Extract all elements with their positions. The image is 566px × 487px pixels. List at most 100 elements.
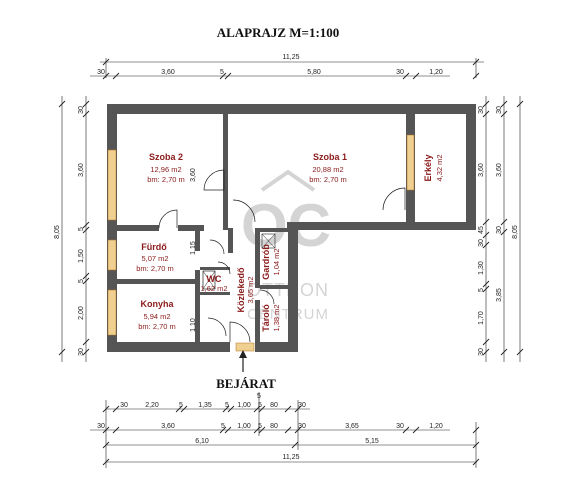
door-konyha xyxy=(207,317,227,337)
dim-b2-6: 30 xyxy=(298,423,306,430)
room-wc-name: WC xyxy=(207,274,222,284)
door-entrance xyxy=(229,321,251,343)
dim-bottom-total: 11,25 xyxy=(283,454,300,461)
dim-right1-6: 1,70 xyxy=(478,311,485,325)
room-furdo-height: bm: 2,70 m xyxy=(136,264,174,273)
dim-right2-0: 30 xyxy=(496,106,503,114)
dim-left-3: 5 xyxy=(78,227,85,231)
dim-b1-6: 5 xyxy=(258,402,262,409)
room-wc-area: 1,62 m2 xyxy=(200,284,227,293)
room-gardrob: Gardrób 1,04 m2 xyxy=(261,244,281,280)
room-szoba1-name: Szoba 1 xyxy=(313,152,347,162)
plan-title: ALAPRAJZ M=1:100 xyxy=(217,25,340,40)
room-gardrob-area: 1,04 m2 xyxy=(272,248,281,275)
dim-right1-1: 3,60 xyxy=(478,163,485,177)
door-furdo-corridor xyxy=(209,239,225,255)
dim-right1-0: 30 xyxy=(478,106,485,114)
dim-top-1: 3,60 xyxy=(161,69,175,76)
room-tarolo: Tároló 1,38 m2 xyxy=(261,304,281,332)
room-konyha-name: Konyha xyxy=(140,299,174,309)
dimension-lines xyxy=(58,58,524,468)
windows xyxy=(107,134,415,352)
dim-b3-1: 5,15 xyxy=(365,438,379,445)
entrance-arrow-head-icon xyxy=(239,350,247,358)
dim-b1-2: 5 xyxy=(179,402,183,409)
dim-top-5: 1,20 xyxy=(429,69,443,76)
window-furdo xyxy=(107,239,117,271)
dim-b2-3: 1,00 xyxy=(237,423,251,430)
dim-b1-7: 80 xyxy=(270,402,278,409)
dim-right1-2: 45 xyxy=(478,226,485,234)
dim-right-total: 8,05 xyxy=(512,225,519,239)
dim-b2-0: 30 xyxy=(97,423,105,430)
dim-top-total: 11,25 xyxy=(283,54,300,61)
room-furdo-area: 5,07 m2 xyxy=(141,254,168,263)
dim-right1-7: 30 xyxy=(478,348,485,356)
entrance-label: BEJÁRAT xyxy=(216,376,276,391)
dim-top-3: 5,80 xyxy=(307,69,321,76)
window-szoba2 xyxy=(107,149,117,221)
dim-left-6: 2,00 xyxy=(78,306,85,320)
gardrob-fixture-icon xyxy=(261,233,276,249)
room-szoba1-area: 20,88 m2 xyxy=(312,165,343,174)
door-szoba1 xyxy=(232,199,256,223)
room-konyha: Konyha 5,94 m2 bm: 2,70 m xyxy=(138,299,176,331)
dim-right1-4: 1,30 xyxy=(478,261,485,275)
door-tarolo xyxy=(259,289,275,305)
dim-left-1: 3,60 xyxy=(78,163,85,177)
window-erkely-door xyxy=(406,134,415,191)
dim-left-4: 1,50 xyxy=(78,249,85,263)
doors xyxy=(158,169,406,343)
dim-b1-3: 1,35 xyxy=(198,402,212,409)
inner-dim-1-10: 1,10 xyxy=(190,318,197,332)
room-furdo: Fürdő 5,07 m2 bm: 2,70 m xyxy=(136,242,174,273)
room-kozlekedo: Közlekedő 3,65 m2 xyxy=(236,267,255,313)
dim-b1-4: 5 xyxy=(225,402,229,409)
door-szoba2 xyxy=(203,169,225,191)
room-gardrob-name: Gardrób xyxy=(261,244,271,280)
dim-left-0: 30 xyxy=(78,106,85,114)
dim-right1-3: 30 xyxy=(478,239,485,247)
room-erkely-area: 4,32 m2 xyxy=(435,154,444,181)
room-szoba1-height: bm: 2,70 m xyxy=(309,175,347,184)
room-tarolo-area: 1,38 m2 xyxy=(272,304,281,331)
window-konyha xyxy=(107,289,117,336)
door-erkely xyxy=(382,187,406,211)
dim-b2-1: 3,60 xyxy=(161,423,175,430)
room-szoba2-height: bm: 2,70 m xyxy=(147,175,185,184)
room-furdo-name: Fürdő xyxy=(141,242,167,252)
dim-top-2: 5 xyxy=(220,69,224,76)
dim-b2-4: 5 xyxy=(258,423,262,430)
room-szoba2-area: 12,96 m2 xyxy=(150,165,181,174)
room-wc: WC 1,62 m2 xyxy=(200,274,227,293)
dim-right2-3: 3,85 xyxy=(496,288,503,302)
door-furdo xyxy=(158,209,178,229)
wc-fixture-icon xyxy=(202,270,216,290)
dim-bottom-extra: 5 xyxy=(257,393,261,400)
dim-top-4: 30 xyxy=(396,69,404,76)
room-kozlekedo-area: 3,65 m2 xyxy=(246,276,255,303)
dim-b2-2: 5 xyxy=(221,423,225,430)
room-erkely: Erkély 4,32 m2 xyxy=(423,154,444,181)
dim-left-8: 30 xyxy=(78,348,85,356)
dim-b1-5: 1,00 xyxy=(237,402,251,409)
room-erkely-name: Erkély xyxy=(423,154,433,181)
room-szoba2: Szoba 2 12,96 m2 bm: 2,70 m xyxy=(147,152,185,184)
room-konyha-height: bm: 2,70 m xyxy=(138,322,176,331)
inner-dim-3-60: 3,60 xyxy=(190,168,197,182)
dim-b1-8: 30 xyxy=(298,402,306,409)
room-tarolo-name: Tároló xyxy=(261,304,271,332)
door-wc xyxy=(217,261,231,275)
dim-b2-9: 1,20 xyxy=(429,423,443,430)
dim-b2-5: 80 xyxy=(270,423,278,430)
watermark-centrum: CENTRUM xyxy=(247,306,329,323)
dim-left-total: 8,05 xyxy=(54,225,61,239)
dim-b3-0: 6,10 xyxy=(195,438,209,445)
dim-right1-5: 5 xyxy=(478,288,485,292)
inner-dim-1-15: 1,15 xyxy=(190,241,197,255)
dim-b2-8: 30 xyxy=(396,423,404,430)
room-szoba2-name: Szoba 2 xyxy=(149,152,183,162)
dim-b1-1: 2,20 xyxy=(145,402,159,409)
room-szoba1: Szoba 1 20,88 m2 bm: 2,70 m xyxy=(309,152,347,184)
